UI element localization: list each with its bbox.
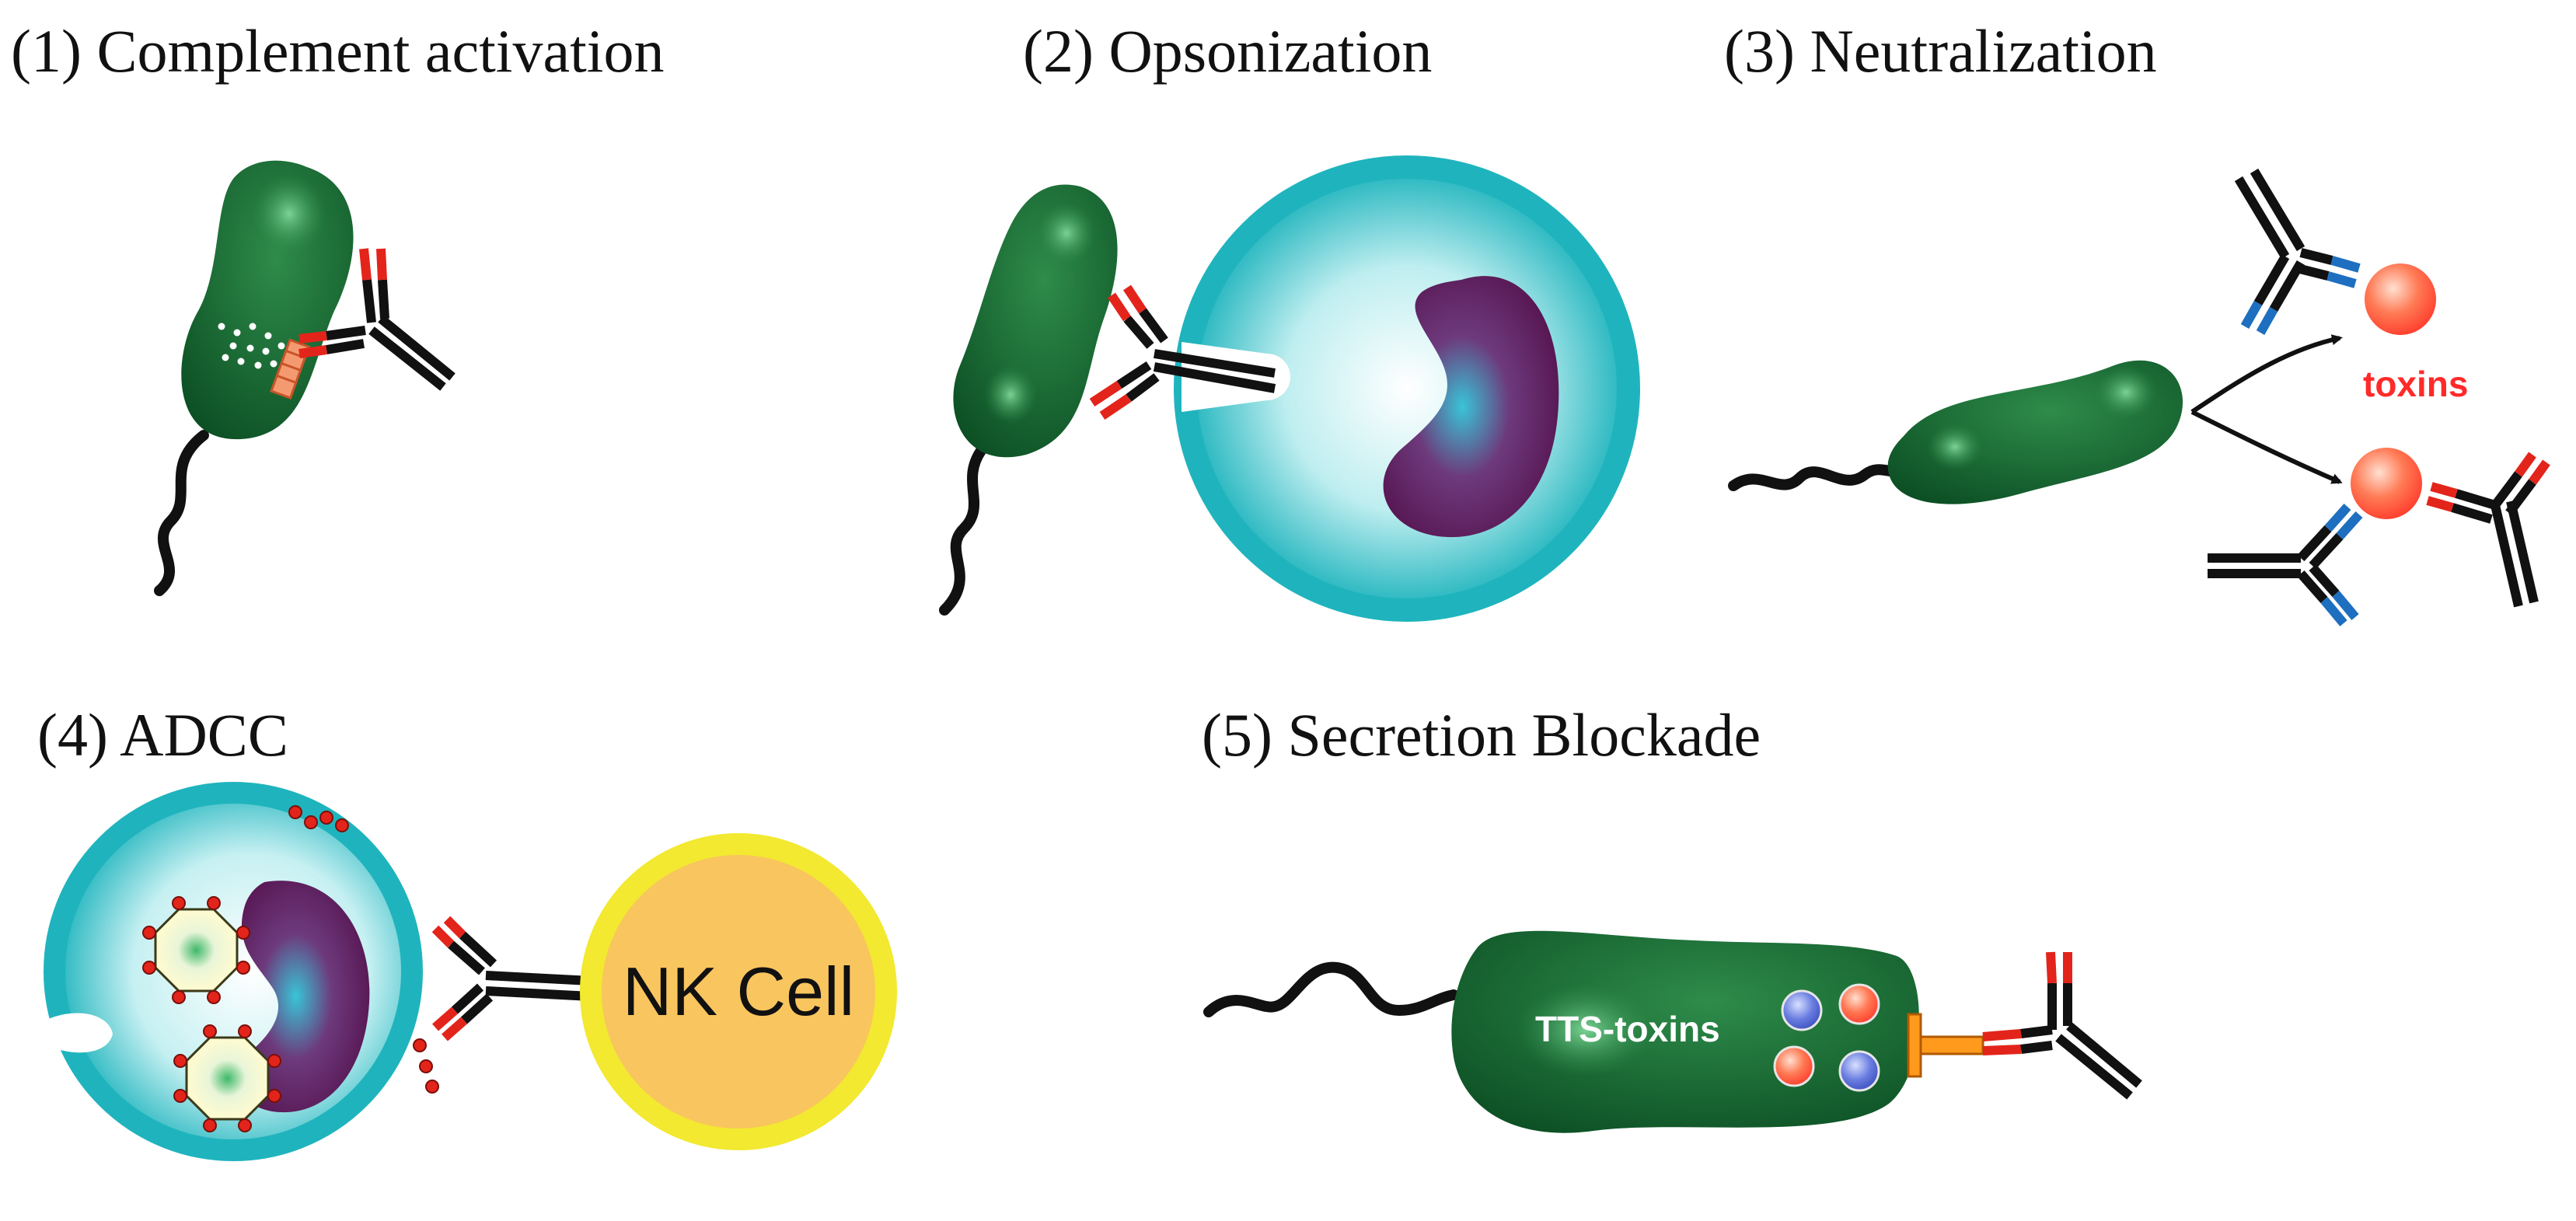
released-granzymes: [288, 805, 439, 1094]
bacterium-highlight: [1516, 983, 1656, 1076]
panel-neutralization: toxins: [1728, 168, 2550, 626]
toxin-blue: [1838, 1050, 1880, 1092]
bacterium-highlight: [1037, 202, 1096, 264]
arrow-down: [2190, 410, 2343, 484]
bacterium-highlight: [984, 365, 1037, 424]
nucleus: [1383, 276, 1559, 538]
antibody: [1089, 284, 1276, 420]
flagellum: [1728, 464, 1914, 491]
bacterium-highlight: [2095, 366, 2157, 419]
toxin: [2351, 448, 2422, 519]
bacterium-highlight: [1927, 424, 1983, 470]
antibody: [2234, 168, 2361, 335]
secretion-apparatus-base: [1907, 1013, 1922, 1078]
secretion-apparatus-needle: [1919, 1035, 1984, 1055]
panel-secretion-blockade: TTS-toxins: [1203, 930, 2142, 1133]
toxins-label: toxins: [2363, 364, 2468, 404]
toxin-red: [1773, 1045, 1815, 1087]
nk-cell: [580, 833, 897, 1150]
nucleus: [236, 881, 370, 1113]
toxin-blue: [1781, 989, 1823, 1031]
target-cell-membrane: [44, 782, 423, 1161]
antibody: [2426, 452, 2550, 608]
flagellum: [939, 445, 986, 616]
flagellum: [154, 430, 209, 596]
nk-cell-label: NK Cell: [623, 953, 854, 1030]
panel-opsonization: [939, 155, 1640, 622]
antibody: [2208, 504, 2363, 626]
bacterium-highlight: [252, 173, 326, 254]
panel-title-neutralization: (3) Neutralization: [1724, 17, 2157, 85]
antibody: [298, 248, 456, 391]
target-cell-notch: [47, 1013, 113, 1053]
granule: [142, 896, 250, 1004]
toxin: [2365, 263, 2436, 335]
antibody: [431, 916, 592, 1041]
panel-title-opsonization: (2) Opsonization: [1023, 17, 1432, 85]
panel-title-adcc: (4) ADCC: [37, 701, 288, 769]
antibody: [1982, 951, 2142, 1100]
panel-adcc: NK Cell: [44, 782, 897, 1161]
panel-title-secretion-blockade: (5) Secretion Blockade: [1202, 701, 1761, 769]
tts-toxins-label: TTS-toxins: [1535, 1009, 1720, 1049]
toxin-red: [1838, 983, 1880, 1025]
granule: [173, 1024, 281, 1132]
panel-title-complement: (1) Complement activation: [11, 17, 664, 85]
flagellum: [1203, 961, 1459, 1017]
panel-complement-activation: [154, 160, 456, 596]
arrow-up: [2190, 334, 2343, 414]
